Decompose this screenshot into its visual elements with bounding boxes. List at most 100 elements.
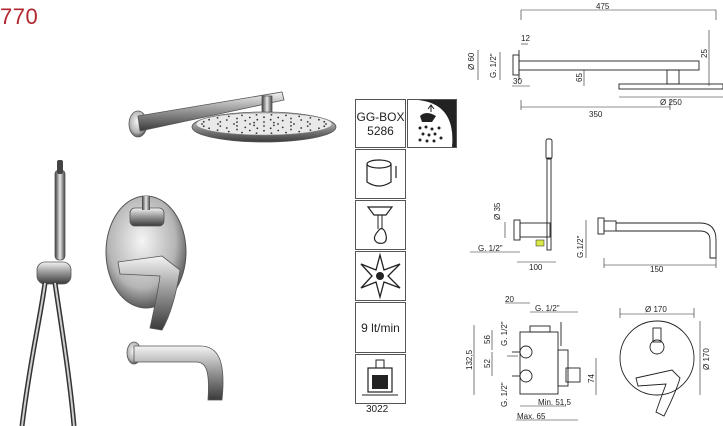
dim-spout-len: 150: [650, 265, 664, 274]
nozzle-dot: [290, 121, 292, 123]
shower-arm-photo: [128, 91, 285, 138]
gg-box-number-text: 5286: [367, 124, 394, 138]
nozzle-dot: [290, 125, 292, 127]
nozzle-dot: [248, 116, 251, 119]
nozzle-dot: [241, 114, 243, 117]
nozzle-dot: [227, 130, 230, 133]
nozzle-dot: [281, 126, 284, 129]
nozzle-dot: [241, 131, 243, 134]
nozzle-dot: [208, 118, 211, 121]
nozzle-dot: [233, 123, 235, 125]
rain-spray-box: [407, 99, 457, 148]
rain-spray-icon: [418, 100, 456, 147]
nozzle-dot: [273, 121, 275, 124]
nozzle-dot: [219, 125, 222, 127]
nozzle-dot: [216, 117, 219, 119]
nozzle-dot: [270, 132, 273, 135]
nozzle-dot: [201, 123, 203, 125]
nozzle-dot: [269, 127, 272, 130]
nozzle-dot: [309, 117, 312, 119]
holder-drawing: Ø 35 G. 1/2" 100: [470, 138, 556, 272]
nozzle-dot: [208, 127, 211, 130]
nozzle-dot: [325, 123, 327, 125]
nozzle-dot: [202, 120, 205, 123]
dim-box-g-top: G. 1/2": [535, 304, 560, 313]
dim-arm-depth: 30: [513, 77, 522, 86]
nozzle-dot: [263, 116, 265, 119]
gg-box-brand-text: GG-BOX: [356, 110, 405, 124]
dim-box-min: Min. 51,5: [538, 398, 571, 407]
flow-rate-box: 9 lt/min: [355, 302, 406, 353]
dim-holder-len: 100: [529, 263, 543, 272]
dim-head-thickness: 25: [700, 49, 709, 58]
dim-arm-length: 475: [596, 2, 610, 11]
nozzle-dot: [253, 121, 256, 124]
nozzle-dot: [263, 129, 265, 132]
round-cartridge-icon: [366, 159, 397, 187]
nozzle-dot: [293, 123, 295, 125]
diverter-box: [355, 200, 406, 250]
nozzle-dot: [225, 127, 228, 129]
dim-arm-dia: Ø 60: [467, 52, 476, 70]
valve-body-icon: [362, 359, 398, 396]
nozzle-dot: [269, 118, 272, 121]
nozzle-dot: [300, 127, 303, 129]
diverter-icon: [366, 206, 394, 244]
nozzle-dot: [306, 125, 309, 127]
dim-plate-height: Ø 170: [702, 348, 711, 370]
dim-spout-g: G.1/2": [576, 235, 585, 258]
nozzle-dot: [298, 130, 301, 133]
nozzle-dot: [318, 127, 320, 130]
shower-head-photo: [191, 111, 337, 143]
nozzle-dot: [323, 125, 326, 128]
nozzle-dot: [236, 121, 238, 123]
nozzle-dot: [225, 119, 228, 121]
nozzle-dot: [323, 120, 326, 123]
tub-spout-photo: [126, 341, 224, 401]
nozzle-dot: [219, 121, 222, 123]
dim-arm-wall: 12: [521, 34, 530, 43]
valve-body-box: [355, 354, 406, 404]
round-cartridge-box: [355, 149, 406, 199]
mixer-plate-drawing: Ø 170 Ø 170: [619, 305, 711, 417]
nozzle-dot: [309, 129, 312, 132]
anti-limescale-star-icon: [360, 252, 401, 300]
dim-plate-dia: Ø 170: [645, 305, 667, 314]
nozzle-dot: [255, 114, 258, 116]
nozzle-dot: [273, 124, 275, 127]
dim-box-74: 74: [587, 374, 596, 383]
gg-box-badge: GG-BOX 5286: [355, 99, 406, 148]
nozzle-dot: [318, 118, 320, 121]
concealed-box-drawing: 20 G. 1/2" G. 1/2" G. 1/2" 56 52 132,5 7…: [465, 295, 597, 421]
nozzle-dot: [263, 125, 265, 127]
product-photo: [19, 91, 337, 426]
nozzle-dot: [244, 126, 247, 129]
dim-arm-g: G. 1/2": [489, 53, 498, 78]
shower-arm-drawing: 475 12 G. 1/2" Ø 60 30 65 25 Ø 250 350: [467, 2, 723, 119]
dim-box-20: 20: [505, 295, 514, 304]
product-code-title: 770: [0, 4, 39, 29]
nozzle-dot: [285, 131, 287, 134]
nozzle-dot: [277, 123, 279, 125]
nozzle-dot: [256, 127, 259, 130]
hand-shower-photo: [19, 160, 77, 426]
dim-box-52: 52: [483, 359, 492, 368]
anti-limescale-box: [355, 251, 406, 301]
nozzle-dot: [248, 129, 251, 132]
nozzle-dot: [217, 123, 219, 125]
valve-code-label: 3022: [366, 404, 389, 415]
nozzle-dot: [277, 116, 280, 119]
nozzle-dot: [236, 128, 238, 131]
nozzle-dot: [253, 124, 256, 127]
nozzle-dot: [298, 115, 301, 118]
nozzle-dot: [306, 121, 309, 123]
mixer-plate-photo: [105, 195, 187, 331]
dim-arm-drop: 65: [575, 73, 584, 82]
dim-head-dia: Ø 250: [660, 98, 682, 107]
nozzle-dot: [202, 125, 205, 128]
nozzle-dot: [236, 117, 238, 120]
nozzle-dot: [309, 123, 311, 125]
dim-arm-projection: 350: [589, 110, 603, 119]
nozzle-dot: [300, 119, 303, 121]
nozzle-dot: [277, 129, 280, 132]
